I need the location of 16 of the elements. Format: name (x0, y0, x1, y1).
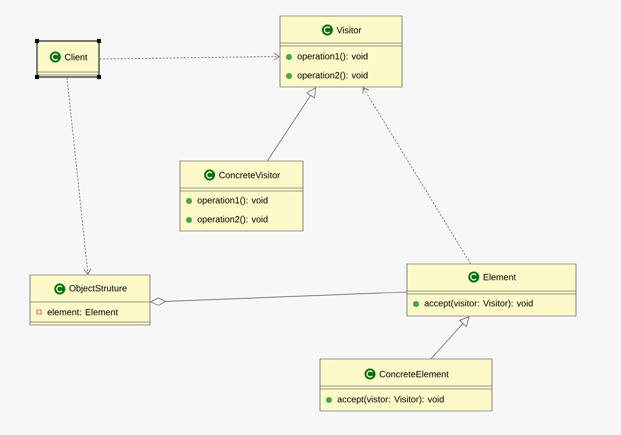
class-name: Visitor (336, 26, 362, 34)
class-name: Element (484, 274, 516, 280)
method-signature: operation2(): void (198, 216, 268, 224)
class-name: ObjectStruture (69, 284, 127, 294)
arrow (99, 52, 280, 60)
arrow (66, 77, 92, 275)
method-signature: accept(visitor: Visitor): void (424, 300, 533, 308)
class-name: ConcreteVisitor (219, 172, 280, 178)
arrow (362, 87, 471, 264)
method-signature: operation1(): void (198, 196, 268, 206)
method-signature: operation1(): void (298, 52, 368, 62)
method-signature: operation2(): void (298, 72, 368, 80)
field-signature: element: Element (48, 308, 118, 316)
class-name: ConcreteElement (380, 370, 449, 378)
class-name: Client (64, 54, 88, 60)
method-signature: accept(vistor: Visitor): void (338, 396, 444, 404)
